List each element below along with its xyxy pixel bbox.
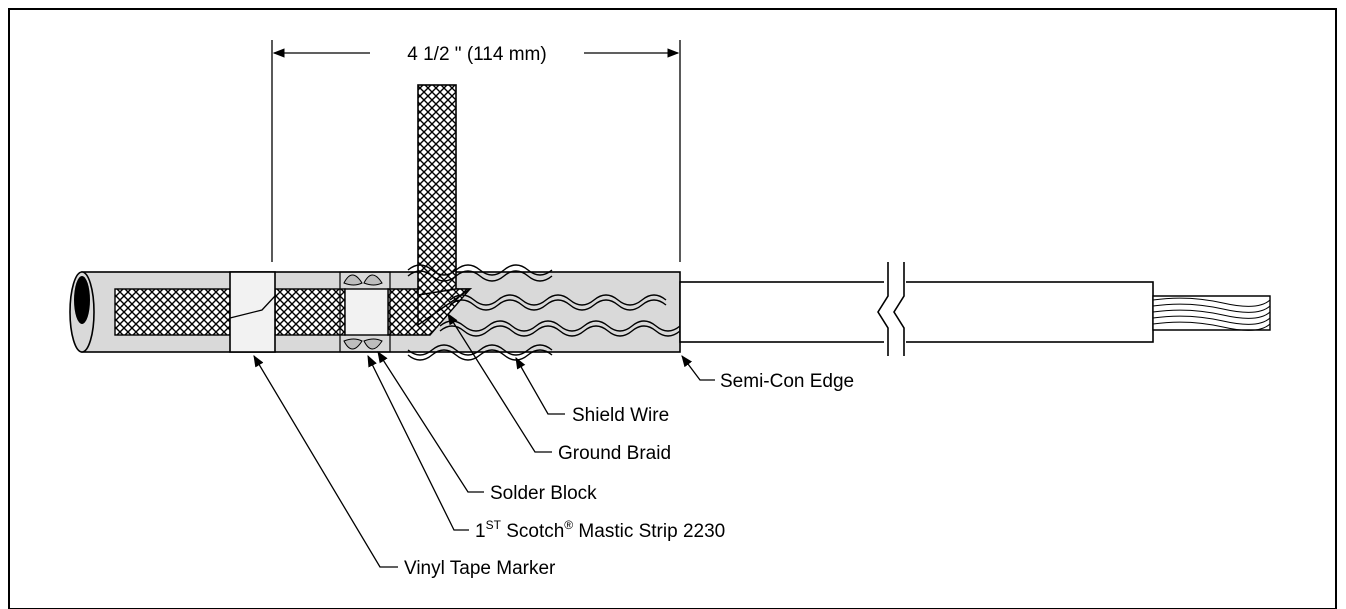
ground-braid-strap (417, 84, 457, 296)
mastic-lumps (343, 274, 383, 350)
leader-lines (253, 313, 715, 568)
braid-band-left (114, 288, 231, 336)
label-semi-con-edge: Semi-Con Edge (720, 371, 854, 392)
dimension-group: 4 1/2 " (114 mm) (271, 40, 681, 262)
label-shield-wire: Shield Wire (572, 405, 669, 426)
cable-insulation (679, 281, 1154, 343)
ground-braid-bend (417, 288, 473, 327)
mastic-sup: ST (486, 518, 502, 532)
mastic-reg: ® (564, 518, 573, 532)
leader-vinyl-tape-marker (253, 354, 398, 568)
leader-ground-braid (447, 313, 552, 453)
mastic-strip-band (339, 271, 391, 353)
leader-solder-block (377, 351, 484, 493)
dimension-label: 4 1/2 " (114 mm) (407, 44, 546, 65)
leader-mastic-strip (367, 354, 469, 531)
mastic-suffix: Mastic Strip 2230 (573, 521, 725, 542)
leader-semi-con-edge (681, 355, 715, 381)
vinyl-tape-fold (229, 295, 276, 319)
label-vinyl-tape-marker: Vinyl Tape Marker (404, 558, 556, 579)
label-solder-block: Solder Block (490, 483, 597, 504)
solder-block (344, 288, 389, 336)
label-mastic-strip: 1ST Scotch® Mastic Strip 2230 (475, 518, 725, 542)
mastic-prefix: 1 (475, 521, 486, 542)
braid-band-middle (274, 288, 346, 336)
shield-wires (407, 264, 681, 361)
jacket-end-core (74, 276, 90, 324)
mastic-mid: Scotch (501, 521, 564, 542)
conductor (1152, 295, 1271, 331)
cable-break-symbol (877, 262, 906, 356)
leader-shield-wire (515, 356, 565, 415)
label-ground-braid: Ground Braid (558, 443, 671, 464)
